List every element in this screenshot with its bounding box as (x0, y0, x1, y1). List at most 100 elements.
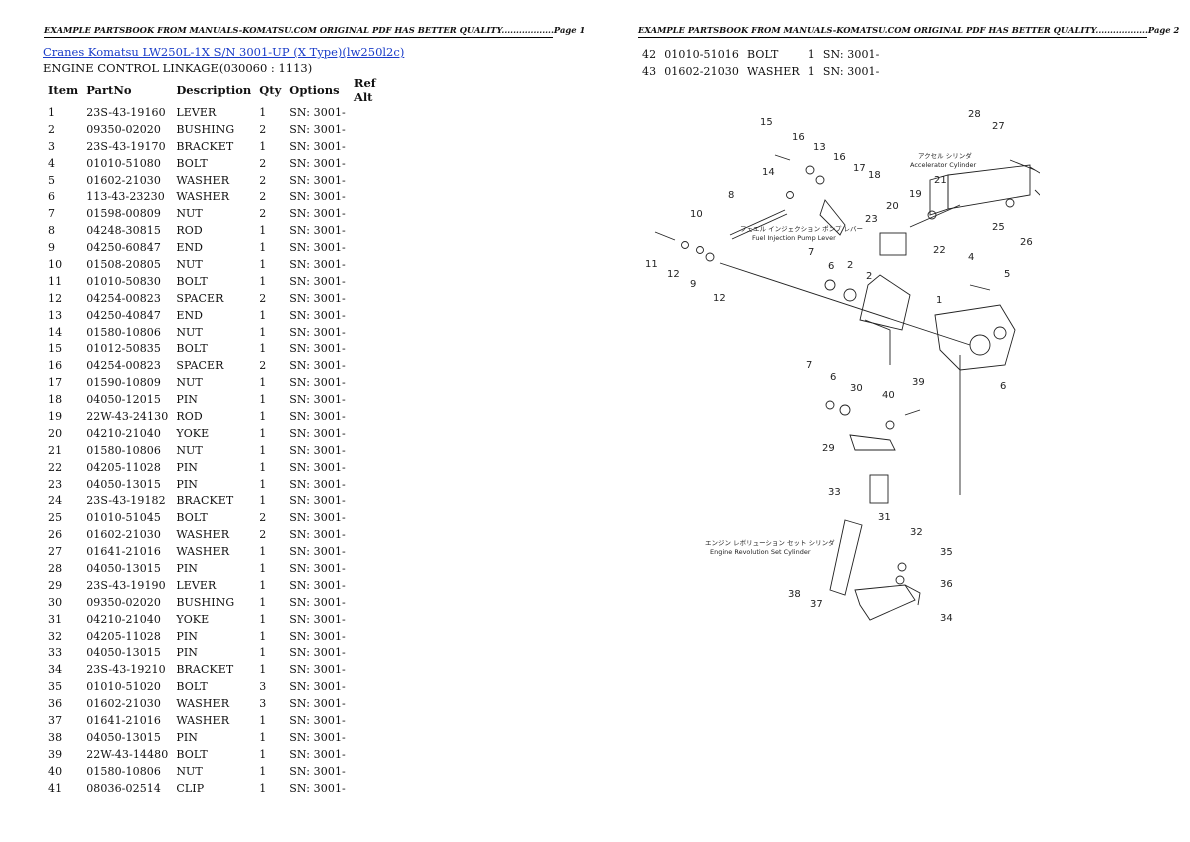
parts-table: Item PartNo Description Qty Options Ref … (44, 76, 398, 797)
callout: 11 (645, 259, 658, 270)
item-number: 4 (48, 156, 56, 170)
ref-alt (350, 695, 398, 712)
diagram-linework (654, 154, 1040, 621)
ref-alt (350, 256, 398, 273)
part-description: BUSHING (176, 595, 235, 609)
diagram-part-labels: アクセル シリンダ Accelerator Cylinder フェエル インジェ… (705, 151, 976, 556)
part-description: LEVER (176, 105, 217, 119)
item-number: 32 (48, 629, 63, 643)
ref-alt (350, 594, 398, 611)
part-description: NUT (176, 207, 203, 221)
part-description: END (176, 308, 204, 322)
part-qty: 1 (259, 714, 267, 727)
callout: 18 (868, 170, 881, 181)
part-options: SN: 3001- (289, 528, 346, 542)
item-number: 43 (642, 64, 657, 78)
part-qty: 1 (807, 64, 815, 78)
part-qty: 1 (259, 376, 267, 390)
callout: 26 (1020, 237, 1033, 248)
part-options: SN: 3001- (289, 224, 346, 238)
document-link[interactable]: Cranes Komatsu LW250L-1X S/N 3001-UP (X … (43, 45, 405, 59)
item-number: 33 (48, 646, 63, 660)
item-number: 11 (48, 274, 63, 288)
part-qty: 2 (259, 207, 267, 221)
part-options: SN: 3001- (822, 47, 880, 61)
part-number: 01010-51045 (86, 511, 161, 525)
part-options: SN: 3001- (289, 730, 346, 744)
ref-alt (350, 509, 398, 526)
part-description: NUT (176, 257, 203, 271)
part-options: SN: 3001- (289, 241, 346, 255)
item-number: 6 (48, 190, 56, 204)
callout: 23 (865, 214, 878, 225)
page-header: EXAMPLE PARTSBOOK FROM MANUALS-KOMATSU.C… (638, 25, 1179, 38)
part-number: 01598-00809 (86, 207, 161, 221)
part-options: SN: 3001- (289, 764, 346, 778)
part-number: 04050-13015 (86, 646, 161, 660)
callout: 33 (828, 487, 841, 498)
callout: 35 (940, 547, 953, 558)
ref-alt (350, 391, 398, 408)
part-description: PIN (176, 646, 198, 660)
part-options: SN: 3001- (289, 376, 346, 390)
fuel-pump-label: Fuel Injection Pump Lever (752, 234, 836, 242)
ref-alt (350, 543, 398, 560)
callout: 13 (813, 142, 826, 153)
ref-alt (350, 155, 398, 172)
part-options: SN: 3001- (289, 122, 346, 136)
part-options: SN: 3001- (289, 697, 346, 711)
part-description: WASHER (176, 190, 230, 204)
callout: 15 (760, 117, 773, 128)
callout: 5 (1004, 269, 1010, 280)
part-qty: 2 (259, 291, 267, 305)
item-number: 9 (48, 241, 56, 255)
callout: 12 (667, 269, 680, 280)
part-qty: 1 (259, 477, 267, 491)
part-description: BRACKET (176, 663, 234, 677)
ref-alt (350, 104, 398, 121)
part-qty: 1 (259, 781, 267, 795)
part-options: SN: 3001- (289, 460, 346, 474)
part-options: SN: 3001- (289, 545, 346, 559)
part-options: SN: 3001- (289, 646, 346, 660)
part-options: SN: 3001- (289, 274, 346, 288)
item-number: 12 (48, 291, 63, 305)
part-number: 01580-10806 (86, 443, 161, 457)
callout: 10 (690, 209, 703, 220)
item-number: 7 (48, 207, 56, 221)
part-options: SN: 3001- (822, 64, 880, 78)
part-number: 01590-10809 (86, 376, 161, 390)
part-qty: 1 (259, 612, 267, 626)
callout: 2 (866, 271, 872, 282)
ref-alt (350, 577, 398, 594)
part-options: SN: 3001- (289, 359, 346, 373)
part-number: 22W-43-14480 (86, 747, 169, 761)
ref-alt (350, 729, 398, 746)
part-options: SN: 3001- (289, 308, 346, 322)
part-description: BRACKET (176, 494, 234, 508)
part-qty: 1 (259, 308, 267, 322)
part-number: 04210-21040 (86, 612, 161, 626)
ref-alt (350, 172, 398, 189)
accelerator-label: Accelerator Cylinder (910, 161, 976, 169)
part-description: BOLT (176, 680, 208, 694)
part-qty: 2 (259, 156, 267, 170)
callout: 36 (940, 579, 953, 590)
callout: 22 (933, 245, 946, 256)
part-number: 04248-30815 (86, 224, 161, 238)
part-qty: 1 (259, 241, 267, 255)
part-description: ROD (176, 224, 203, 238)
